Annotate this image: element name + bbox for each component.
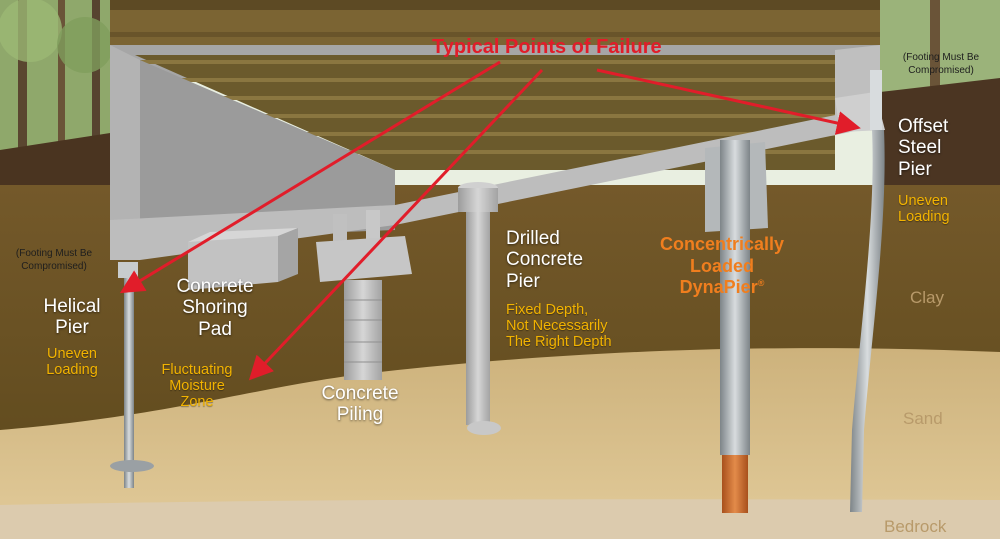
drilled-pier-note-line-1: Fixed Depth, (506, 302, 589, 318)
shoring-pad-label: Concrete Shoring Pad (160, 276, 270, 340)
topsoil-right (880, 78, 1000, 200)
offset-steel-pier-label-line-2: Steel (898, 137, 942, 159)
foundation-wall-left (110, 45, 140, 260)
dynapier-label-line-1: Concentrically (659, 234, 785, 254)
shoring-pad-note-line-2: Moisture (169, 378, 225, 395)
offset-steel-pier-label: Offset Steel Pier (898, 116, 988, 180)
concrete-piling-label: Concrete Piling (300, 383, 420, 426)
helical-pier-note-line-1: Uneven (47, 346, 97, 362)
helical-pier-note-line-2: Loading (46, 362, 98, 379)
offset-steel-pier-note: Uneven Loading (898, 193, 988, 225)
drilled-pier-label-line-2: Concrete (506, 249, 584, 271)
diagram-title: Typical Points of Failure (432, 36, 662, 58)
dynapier-label-line-2: Loaded (689, 255, 754, 276)
trees-left (0, 0, 130, 170)
crawlspace-wall (140, 60, 395, 240)
dynapier-label-line-3: DynaPier (679, 277, 758, 298)
footing-note-right-line-1: (Footing Must Be (902, 52, 980, 63)
helical-pier-label-line-1: Helical (43, 296, 101, 317)
offset-steel-pier-note-line-2: Loading (898, 209, 950, 226)
shoring-pad-note-line-1: Fluctuating (161, 362, 233, 378)
drilled-pier-label-line-3: Pier (506, 270, 540, 292)
concrete-piling-label-line-2: Piling (336, 404, 384, 426)
sand-label: Sand (903, 409, 943, 428)
shoring-pad-graphic (188, 228, 298, 290)
bedrock-layer (0, 499, 1000, 539)
offset-steel-pier-label-line-1: Offset (898, 116, 949, 137)
helical-pier-label-line-2: Pier (55, 317, 89, 339)
drilled-pier-note-line-2: Not Necessarily (506, 318, 608, 335)
offset-steel-pier-label-line-3: Pier (898, 158, 932, 180)
dynapier-label: Concentrically Loaded DynaPier® (632, 234, 812, 299)
shoring-pad-note-line-3: Zone (180, 394, 214, 411)
shoring-pad-label-line-3: Pad (198, 318, 232, 340)
shoring-pad-label-line-2: Shoring (182, 297, 248, 319)
concrete-piling-label-line-1: Concrete (321, 383, 399, 404)
registered-mark: ® (757, 278, 765, 289)
foundation-footing (110, 95, 880, 260)
drilled-pier-graphic (458, 182, 501, 435)
helical-pier-note: Uneven Loading (26, 346, 118, 378)
failure-arrows (119, 60, 861, 381)
footing-note-left: (Footing Must Be Compromised) (2, 248, 106, 273)
dynapier-graphic (705, 140, 768, 513)
drilled-pier-label-line-1: Drilled (506, 228, 560, 249)
footing-note-left-line-2: Compromised) (21, 260, 87, 272)
bedrock-label: Bedrock (884, 517, 947, 536)
footing-note-right-line-2: Compromised) (908, 64, 974, 76)
footing-note-left-line-1: (Footing Must Be (15, 248, 93, 259)
shoring-pad-label-line-1: Concrete (176, 276, 254, 297)
drilled-pier-label: Drilled Concrete Pier (506, 228, 626, 292)
clay-label: Clay (910, 288, 945, 307)
drilled-pier-note: Fixed Depth, Not Necessarily The Right D… (506, 302, 646, 351)
offset-steel-pier-note-line-1: Uneven (898, 193, 948, 209)
footing-note-right: (Footing Must Be Compromised) (886, 52, 996, 77)
shoring-pad-note: Fluctuating Moisture Zone (142, 362, 252, 411)
drilled-pier-note-line-3: The Right Depth (506, 334, 612, 351)
helical-pier-label: Helical Pier (26, 296, 118, 339)
